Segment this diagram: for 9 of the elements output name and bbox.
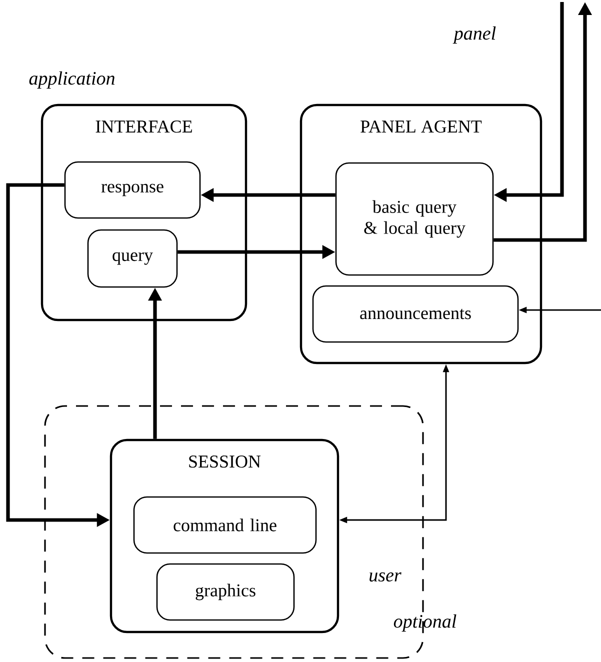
component-box: basic query & local query [335,162,494,276]
component-box: command line [133,496,317,554]
component-box: announcements [312,285,519,343]
component-box: graphics [156,563,295,621]
component-box: response [64,161,201,219]
region-label: panel [452,26,496,44]
boundary-label: optional [394,614,456,632]
component-box: query [87,229,178,288]
region-label: application [29,71,114,89]
